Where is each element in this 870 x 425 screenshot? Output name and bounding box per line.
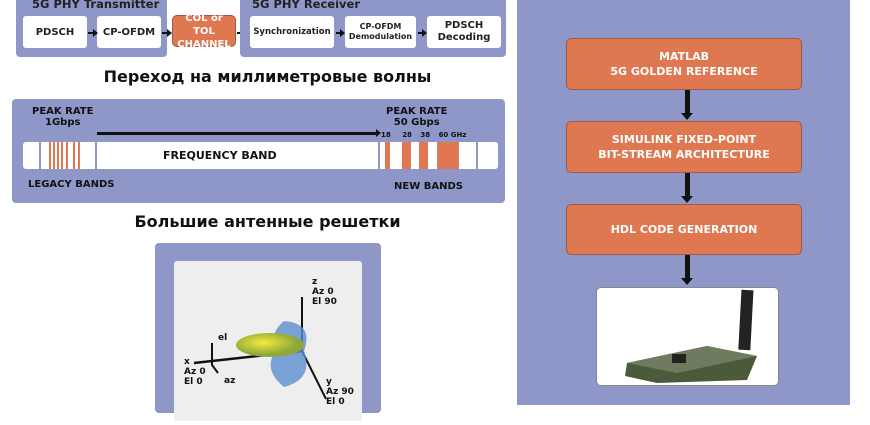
decoding-line2: Decoding — [437, 32, 491, 43]
el-label: el — [218, 333, 228, 343]
freq-18: 18 — [381, 131, 391, 139]
peak-right-l1: PEAK RATE — [386, 106, 448, 117]
channel-line1: COL or TOL — [185, 12, 223, 37]
step1-l1: MATLAB — [658, 50, 709, 63]
legacy-bands: LEGACY BANDS — [28, 179, 115, 190]
z-l2: Az 0 — [312, 287, 334, 297]
y-l2: Az 90 — [326, 387, 354, 397]
cp-ofdm-block: CP-OFDM — [97, 16, 161, 48]
hdl-step: HDL CODE GENERATION — [566, 204, 802, 255]
peak-left-l1: PEAK RATE — [32, 106, 94, 117]
z-l1: z — [312, 277, 318, 287]
x-l2: Az 0 — [184, 367, 206, 377]
tx-panel: 5G PHY Transmitter PDSCH CP-OFDM — [16, 0, 167, 57]
arrow — [681, 173, 693, 203]
arrow — [681, 255, 693, 285]
channel-line2: CHANNEL — [177, 38, 231, 50]
mmwave-title: Переход на миллиметровые волны — [103, 67, 432, 86]
step1-l2: 5G GOLDEN REFERENCE — [610, 65, 758, 78]
matlab-step: MATLAB 5G GOLDEN REFERENCE — [566, 38, 802, 90]
simulink-step: SIMULINK FIXED-POINT BIT-STREAM ARCHITECT… — [566, 121, 802, 173]
az-label: az — [224, 376, 236, 386]
step3-l1: HDL CODE GENERATION — [610, 223, 758, 236]
demod-line2: Demodulation — [348, 32, 413, 41]
arrow — [418, 29, 427, 37]
frequency-band-bar: FREQUENCY BAND — [23, 142, 498, 169]
band-60 — [437, 142, 459, 169]
band-18 — [385, 142, 390, 169]
fpga-board-icon — [625, 289, 757, 383]
radiation-pattern-icon — [193, 297, 327, 400]
arrow — [681, 90, 693, 120]
antenna-title: Большие антенные решетки — [134, 212, 401, 231]
tx-title: 5G PHY Transmitter — [32, 0, 160, 11]
band-label: FREQUENCY BAND — [163, 149, 277, 162]
freq-60: 60 GHz — [438, 131, 467, 139]
arrow — [336, 29, 345, 37]
step2-l2: BIT-STREAM ARCHITECTURE — [598, 148, 770, 161]
sync-block: Synchronization — [250, 16, 334, 48]
step2-l1: SIMULINK FIXED-POINT — [611, 133, 757, 146]
freq-38: 38 — [420, 131, 431, 139]
x-l1: x — [184, 357, 190, 367]
rate-arrow — [97, 129, 381, 137]
arrow — [88, 29, 98, 37]
arrow — [162, 29, 172, 37]
pdsch-block: PDSCH — [23, 16, 87, 48]
new-bands: NEW BANDS — [394, 181, 463, 192]
freq-labels: 18 28 38 60 GHz — [381, 131, 466, 139]
demod-line1: CP-OFDM — [359, 22, 402, 31]
band-38 — [419, 142, 428, 169]
fpga-board-image — [596, 287, 779, 386]
y-l1: y — [326, 377, 332, 387]
peak-right-l2: 50 Gbps — [393, 117, 440, 128]
freq-28: 28 — [402, 131, 412, 139]
peak-left-l2: 1Gbps — [45, 117, 81, 128]
y-l3: El 0 — [326, 397, 345, 407]
decoding-line1: PDSCH — [444, 20, 484, 31]
z-l3: El 90 — [312, 297, 337, 307]
rx-title: 5G PHY Receiver — [252, 0, 361, 11]
x-l3: El 0 — [184, 377, 203, 387]
band-28 — [402, 142, 411, 169]
